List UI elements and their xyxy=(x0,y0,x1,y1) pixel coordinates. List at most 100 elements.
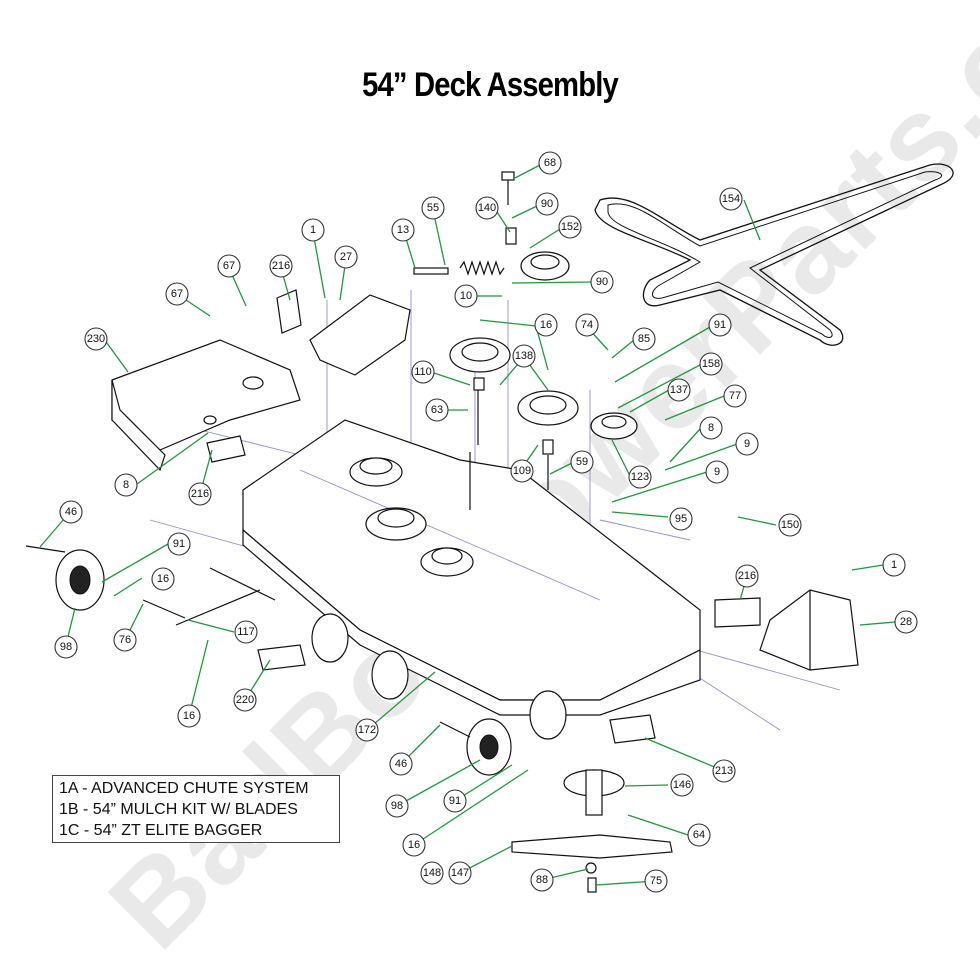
callout: 95 xyxy=(669,507,693,531)
callout: 64 xyxy=(687,823,711,847)
exploded-pulleys xyxy=(449,171,638,510)
svg-text:158: 158 xyxy=(702,358,720,370)
svg-text:27: 27 xyxy=(340,251,352,263)
svg-text:9: 9 xyxy=(714,466,720,478)
svg-text:172: 172 xyxy=(358,724,376,736)
callout: 213 xyxy=(712,759,736,783)
svg-text:90: 90 xyxy=(541,198,553,210)
callout: 138 xyxy=(512,344,536,368)
svg-text:67: 67 xyxy=(171,288,183,300)
svg-text:148: 148 xyxy=(423,867,441,879)
callout: 172 xyxy=(355,718,379,742)
callout: 98 xyxy=(54,635,78,659)
callout: 146 xyxy=(670,773,694,797)
callout: 1 xyxy=(301,218,325,242)
svg-text:88: 88 xyxy=(536,874,548,886)
callout: 77 xyxy=(723,384,747,408)
svg-text:147: 147 xyxy=(451,867,469,879)
svg-text:63: 63 xyxy=(431,404,443,416)
svg-text:67: 67 xyxy=(223,260,235,272)
svg-text:230: 230 xyxy=(87,333,105,345)
svg-text:13: 13 xyxy=(397,224,409,236)
svg-text:91: 91 xyxy=(714,319,726,331)
legend-box: 1A - ADVANCED CHUTE SYSTEM 1B - 54” MULC… xyxy=(52,775,340,843)
callout: 76 xyxy=(113,628,137,652)
callout: 16 xyxy=(151,567,175,591)
svg-text:216: 216 xyxy=(191,488,209,500)
svg-text:216: 216 xyxy=(272,260,290,272)
callout: 137 xyxy=(667,378,691,402)
callout: 9 xyxy=(735,432,759,456)
svg-text:8: 8 xyxy=(708,422,714,434)
callout: 117 xyxy=(234,620,258,644)
callout: 123 xyxy=(628,465,652,489)
callout: 150 xyxy=(778,513,802,537)
svg-text:55: 55 xyxy=(427,202,439,214)
caster-arms xyxy=(25,545,471,738)
callout: 98 xyxy=(385,794,409,818)
callout: 110 xyxy=(411,360,435,384)
svg-text:46: 46 xyxy=(65,506,77,518)
legend-item: 1C - 54” ZT ELITE BAGGER xyxy=(59,822,263,839)
callout: 90 xyxy=(590,270,614,294)
svg-text:220: 220 xyxy=(236,694,254,706)
svg-text:98: 98 xyxy=(391,800,403,812)
callout: 74 xyxy=(575,313,599,337)
callout: 16 xyxy=(402,833,426,857)
callout: 8 xyxy=(699,416,723,440)
callout: 75 xyxy=(644,869,668,893)
leader-lines xyxy=(39,164,896,886)
callout: 59 xyxy=(570,450,594,474)
callout: 152 xyxy=(558,215,582,239)
svg-text:150: 150 xyxy=(781,519,799,531)
callout: 1 xyxy=(882,553,906,577)
callout: 148 xyxy=(420,861,444,885)
callouts: 68 140 90 152 55 13 154 1 27 10 90 216 6… xyxy=(54,151,918,893)
callout: 63 xyxy=(425,398,449,422)
callout: 220 xyxy=(233,688,257,712)
svg-text:16: 16 xyxy=(183,710,195,722)
callout: 28 xyxy=(894,610,918,634)
callout: 9 xyxy=(705,460,729,484)
chute-28 xyxy=(759,589,859,671)
callout: 55 xyxy=(421,196,445,220)
svg-text:46: 46 xyxy=(395,758,407,770)
callout: 16 xyxy=(177,704,201,728)
svg-text:110: 110 xyxy=(414,366,432,378)
callout: 13 xyxy=(391,218,415,242)
callout: 16 xyxy=(534,313,558,337)
spring-and-bolt xyxy=(413,260,505,276)
svg-text:91: 91 xyxy=(449,795,461,807)
spindle-and-blade xyxy=(511,769,673,893)
svg-text:137: 137 xyxy=(670,384,688,396)
callout: 90 xyxy=(535,192,559,216)
svg-text:1: 1 xyxy=(310,224,316,236)
callout: 67 xyxy=(217,254,241,278)
svg-text:16: 16 xyxy=(157,573,169,585)
callout: 46 xyxy=(59,500,83,524)
callout: 216 xyxy=(188,482,212,506)
svg-text:76: 76 xyxy=(119,634,131,646)
chute-27 xyxy=(309,294,411,376)
svg-text:74: 74 xyxy=(581,319,593,331)
svg-text:10: 10 xyxy=(460,290,472,302)
svg-text:77: 77 xyxy=(729,390,741,402)
callout: 158 xyxy=(699,352,723,376)
callout: 91 xyxy=(443,789,467,813)
svg-text:154: 154 xyxy=(722,193,740,205)
svg-text:28: 28 xyxy=(900,616,912,628)
svg-text:68: 68 xyxy=(544,157,556,169)
svg-text:213: 213 xyxy=(715,765,733,777)
callout: 88 xyxy=(530,868,554,892)
belt xyxy=(594,163,954,346)
callout: 91 xyxy=(167,532,191,556)
svg-text:140: 140 xyxy=(478,202,496,214)
callout: 91 xyxy=(708,313,732,337)
svg-text:138: 138 xyxy=(515,350,533,362)
deck-pulleys xyxy=(349,457,474,577)
svg-text:146: 146 xyxy=(673,779,691,791)
callout: 216 xyxy=(269,254,293,278)
callout: 147 xyxy=(448,861,472,885)
